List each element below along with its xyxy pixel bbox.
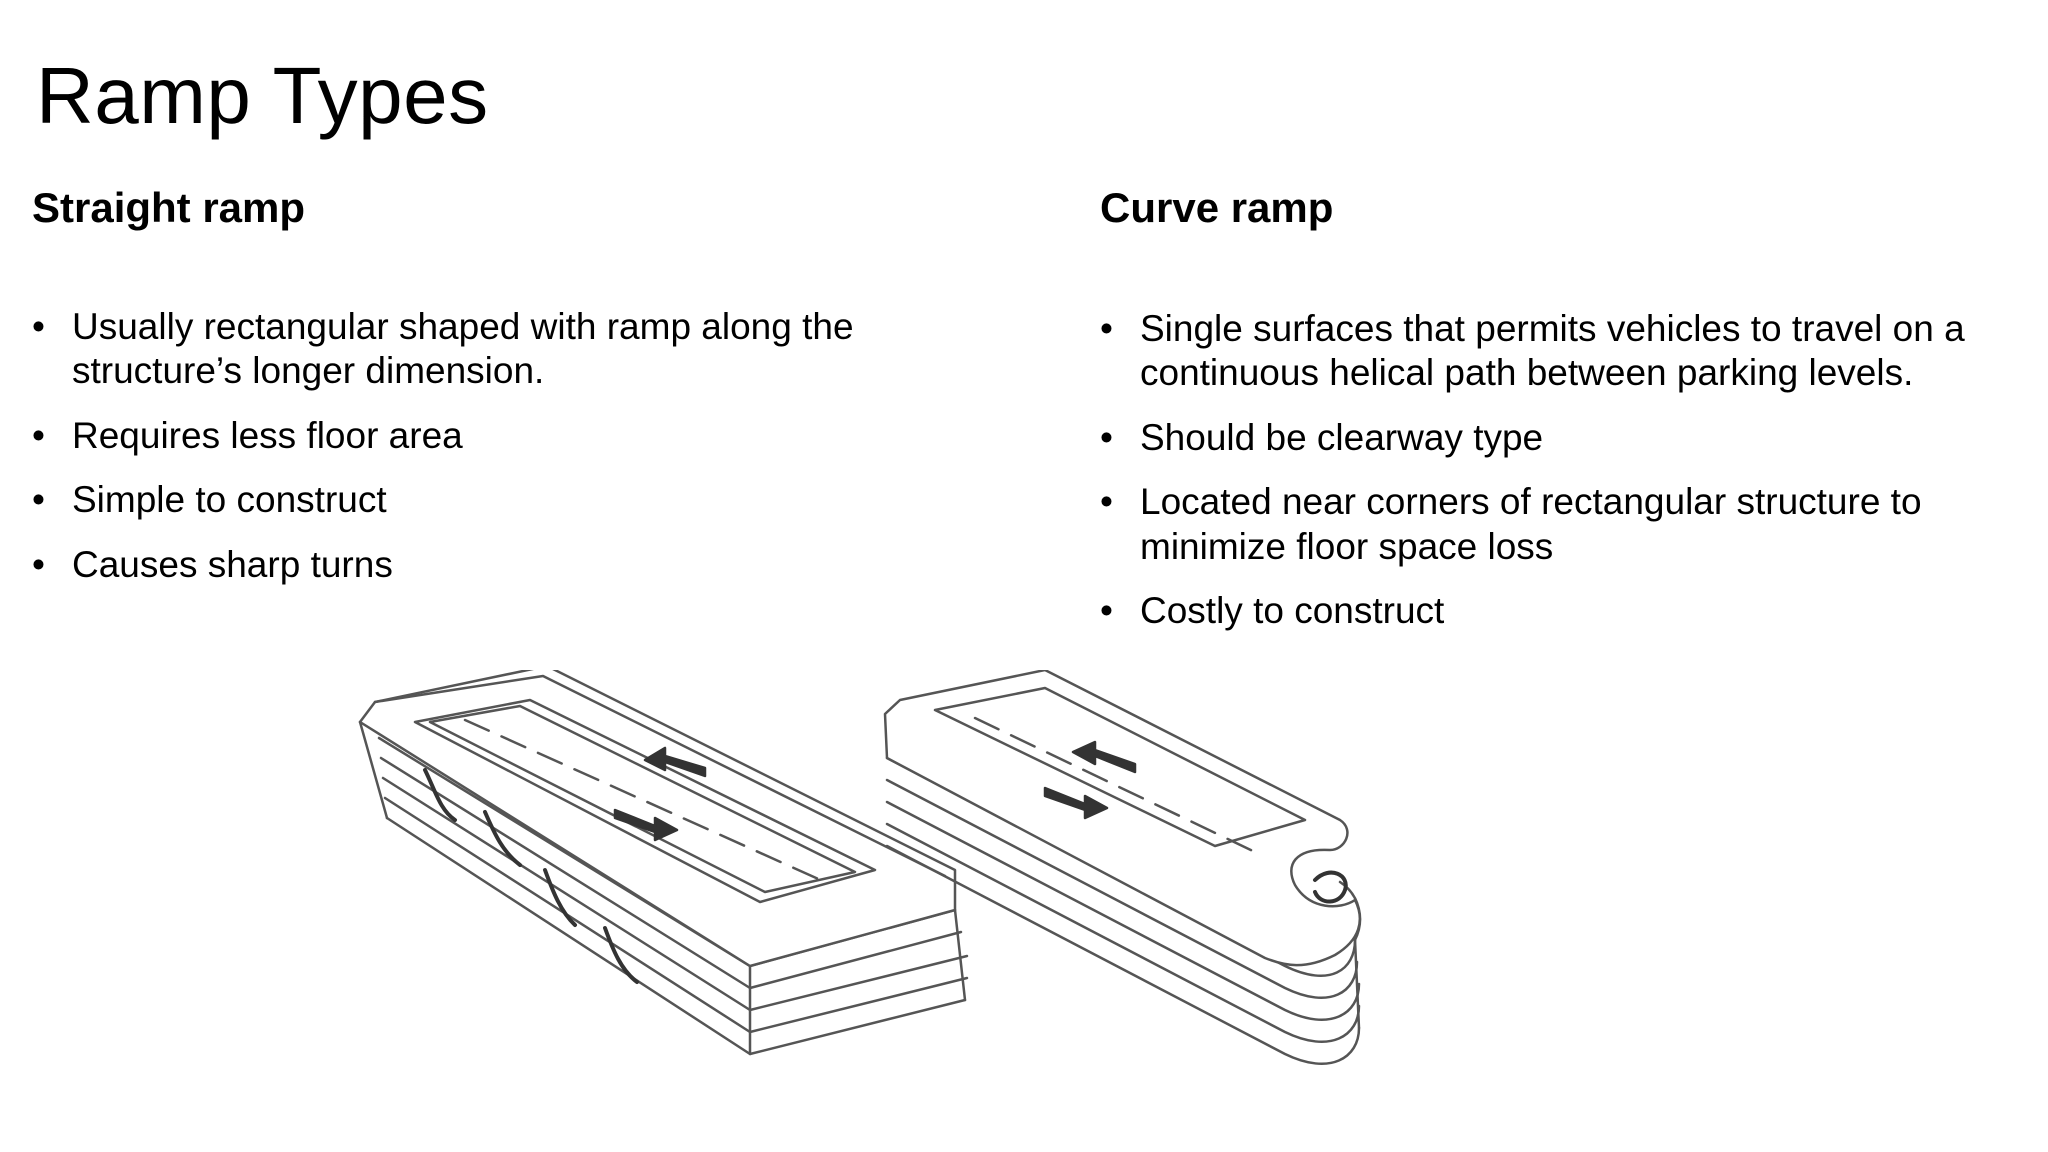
- curve-ramp-bullets: Single surfaces that permits vehicles to…: [1100, 307, 1980, 653]
- curve-ramp-bullet: Located near corners of rectangular stru…: [1100, 480, 1980, 569]
- curve-ramp-bullet: Single surfaces that permits vehicles to…: [1100, 307, 1980, 396]
- curve-ramp-bullet: Should be clearway type: [1100, 416, 1980, 461]
- curve-ramp-heading: Curve ramp: [1100, 184, 1334, 231]
- straight-ramp-bullet: Requires less floor area: [32, 414, 932, 459]
- straight-ramp-bullet: Causes sharp turns: [32, 543, 932, 588]
- curved-ramp-illustration: [883, 670, 1362, 1065]
- ramp-illustrations: [355, 670, 1465, 1102]
- slide-title: Ramp Types: [36, 51, 489, 140]
- straight-ramp-bullet: Usually rectangular shaped with ramp alo…: [32, 305, 932, 394]
- curve-ramp-bullet: Costly to construct: [1100, 589, 1980, 634]
- curve-ramp-bullets-area: Single surfaces that permits vehicles to…: [1100, 300, 2000, 676]
- straight-ramp-heading: Straight ramp: [32, 184, 306, 231]
- straight-ramp-bullets: Usually rectangular shaped with ramp alo…: [32, 305, 932, 607]
- straight-ramp-bullet: Simple to construct: [32, 478, 932, 523]
- straight-ramp-illustration: [358, 670, 969, 1056]
